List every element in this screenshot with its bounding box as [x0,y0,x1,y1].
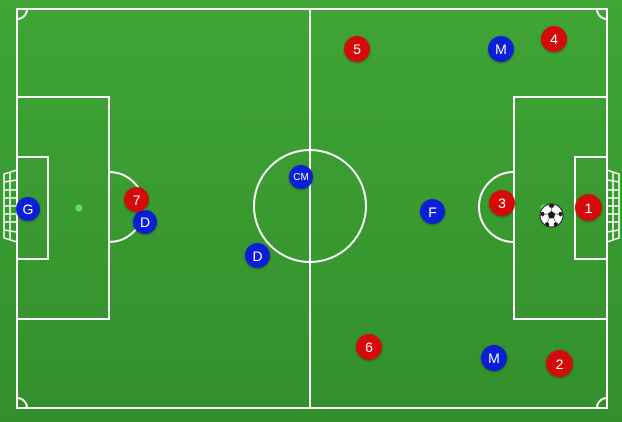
blue-player-center-midfielder[interactable]: CM [289,165,313,189]
red-player-5[interactable]: 5 [344,36,370,62]
corner-arc-top-left [16,8,28,20]
corner-arc-top-right [596,8,608,20]
red-player-4[interactable]: 4 [541,26,567,52]
soccer-ball-icon-graphic [539,203,564,228]
red-player-3[interactable]: 3 [489,190,515,216]
corner-arc-bottom-left [16,397,28,409]
player-label: G [22,201,34,217]
left-goal-net [3,169,18,243]
blue-player-forward[interactable]: F [420,199,445,224]
player-label: 1 [584,199,593,216]
player-label: 7 [132,191,141,208]
player-label: CM [293,171,309,183]
player-label: D [139,214,151,230]
red-player-7[interactable]: 7 [124,187,149,212]
blue-player-defender[interactable]: D [133,210,157,234]
blue-player-goalkeeper[interactable]: G [16,197,40,221]
blue-player-defender[interactable]: D [245,243,270,268]
player-label: 6 [365,339,373,355]
player-label: M [488,350,500,366]
player-label: 3 [498,195,506,211]
blue-player-midfielder[interactable]: M [481,345,507,371]
player-label: M [495,41,507,57]
soccer-ball-icon[interactable] [539,203,564,228]
player-label: F [428,203,437,220]
player-label: 4 [550,31,558,47]
right-goal-net [606,169,620,243]
left-penalty-spot [75,204,83,212]
red-player-2[interactable]: 2 [546,350,573,377]
center-circle [253,149,367,263]
red-player-6[interactable]: 6 [356,334,382,360]
player-label: 2 [555,355,564,372]
player-label: 5 [353,41,361,57]
blue-player-midfielder[interactable]: M [488,36,514,62]
player-label: D [252,247,263,264]
red-player-1[interactable]: 1 [575,194,602,221]
corner-arc-bottom-right [596,397,608,409]
right-penalty-arc [478,171,515,243]
